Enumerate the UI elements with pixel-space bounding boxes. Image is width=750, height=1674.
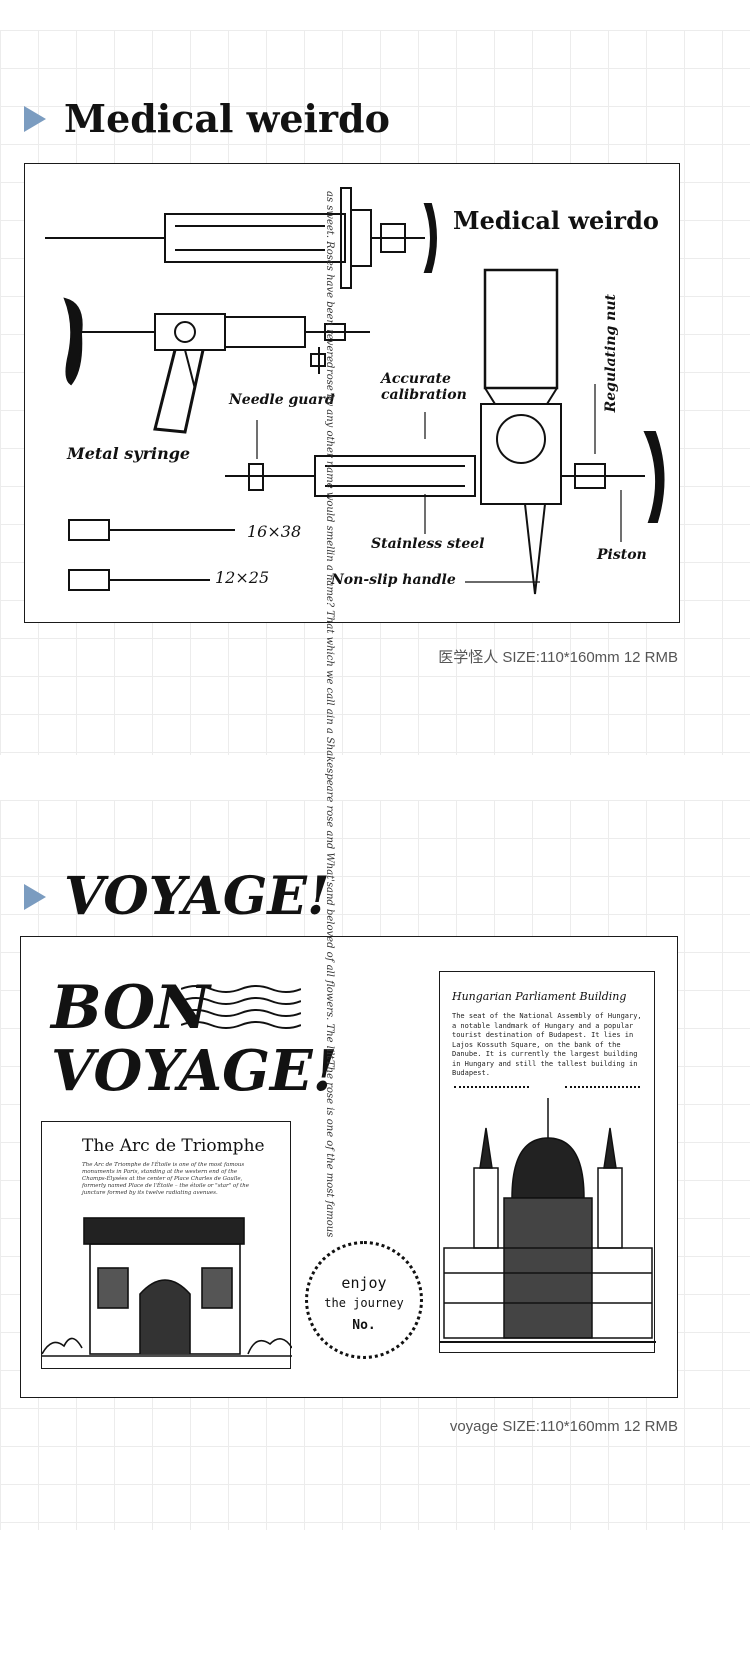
script-line: rose by any other name would smell xyxy=(324,368,335,553)
triangle-bullet-icon xyxy=(24,883,46,910)
product-caption-voyage: voyage SIZE:110*160mm 12 RMB xyxy=(449,1418,678,1435)
parliament-illustration xyxy=(440,1098,656,1343)
label-non-slip-handle: Non-slip handle xyxy=(331,572,456,588)
arc-de-triomphe-illustration xyxy=(42,1217,292,1357)
arc-de-triomphe-panel: The Arc de Triomphe The Arc de Triomphe … xyxy=(41,1121,292,1369)
arc-title: The Arc de Triomphe xyxy=(82,1136,265,1156)
card-title: Medical weirdo xyxy=(453,206,659,235)
label-calibration: calibration xyxy=(381,387,467,403)
script-line: in a Shakespeare rose and What's xyxy=(324,715,335,888)
section-title-voyage: VOYAGE! xyxy=(24,866,330,927)
section-heading: Medical weirdo xyxy=(64,96,390,141)
arc-description: The Arc de Triomphe de l'Étoile is one o… xyxy=(82,1162,250,1196)
label-size-1: 16×38 xyxy=(247,522,302,541)
label-size-2: 12×25 xyxy=(215,568,270,587)
script-line: as sweet. Roses have been revered xyxy=(324,191,335,369)
sticker-card-medical: Medical weirdo Needle guard Accurate cal… xyxy=(24,163,680,623)
dotted-separator xyxy=(565,1086,640,1088)
sticker-card-voyage: BON VOYAGE! The Arc de Triomphe The Arc … xyxy=(20,191,678,1398)
syringe-illustration xyxy=(45,187,665,595)
parliament-title: Hungarian Parliament Building xyxy=(452,990,627,1003)
label-accurate: Accurate xyxy=(381,371,451,387)
stamp-line-1: enjoy xyxy=(341,1274,387,1292)
product-caption-medical: 医学怪人 SIZE:110*160mm 12 RMB xyxy=(438,649,678,666)
parliament-panel: Hungarian Parliament Building The seat o… xyxy=(439,971,656,1353)
script-line: and beloved of all flowers. The lilt xyxy=(324,887,335,1060)
stamp-line-3: No. xyxy=(352,1318,376,1333)
label-metal-syringe: Metal syringe xyxy=(67,444,191,463)
section-heading: VOYAGE! xyxy=(64,866,330,927)
script-line: in a name? That which we call a xyxy=(324,552,335,716)
enjoy-journey-stamp: enjoy the journey No. xyxy=(305,1241,423,1359)
label-regulating-nut: Regulating nut xyxy=(603,294,619,413)
voyage-heading: VOYAGE! xyxy=(51,1038,338,1104)
label-stainless-steel: Stainless steel xyxy=(371,536,485,552)
postmark-lines-icon xyxy=(181,985,301,1029)
script-line: The rose is one of the most famous xyxy=(324,1059,335,1237)
stamp-line-2: the journey xyxy=(324,1296,404,1310)
label-piston: Piston xyxy=(597,547,647,563)
dotted-separator xyxy=(454,1086,529,1088)
script-text-column: The rose is one of the most famous and b… xyxy=(311,191,339,1237)
label-needle-guard: Needle guard xyxy=(229,392,335,408)
section-title-medical: Medical weirdo xyxy=(24,96,390,141)
triangle-bullet-icon xyxy=(24,105,46,132)
parliament-description: The seat of the National Assembly of Hun… xyxy=(452,1012,642,1077)
